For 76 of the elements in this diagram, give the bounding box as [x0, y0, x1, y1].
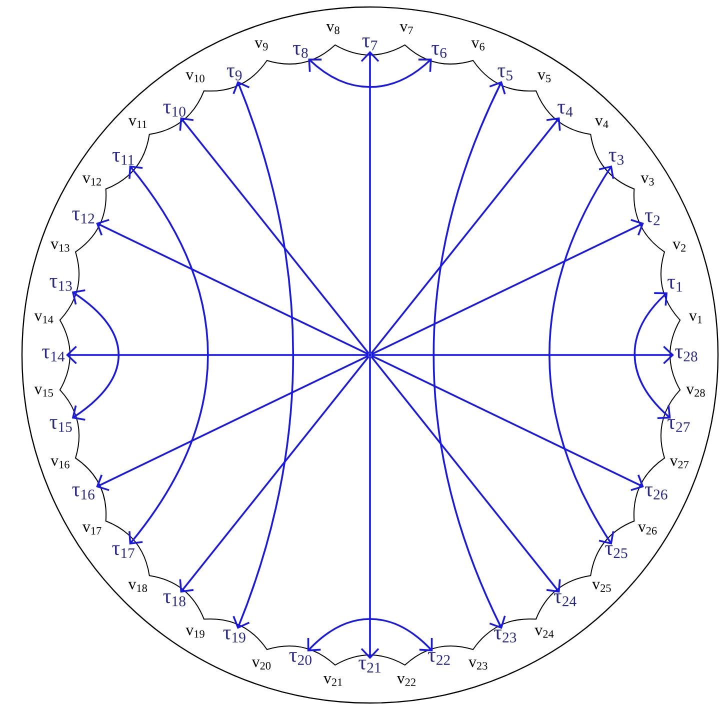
vertex-label: v$_{25}$ [592, 582, 611, 592]
arrow [371, 219, 644, 355]
tau-label: τ$_{14}$ [42, 348, 65, 362]
curved-arrow [307, 618, 433, 652]
vertex-label: v$_{3}$ [640, 175, 654, 186]
curved-arrow [72, 289, 120, 421]
tau-label: τ$_{22}$ [428, 652, 450, 665]
arrow [372, 346, 674, 364]
curved-arrow [232, 81, 294, 629]
tau-label: τ$_{6}$ [432, 45, 447, 58]
tau-label: τ$_{5}$ [498, 68, 512, 80]
arrow [96, 355, 369, 492]
tau-label: τ$_{4}$ [558, 104, 573, 117]
vertex-label: v$_{1}$ [688, 313, 702, 324]
vertex-label: v$_{24}$ [534, 628, 554, 638]
curved-arrow [308, 58, 432, 88]
vertex-label: v$_{9}$ [254, 40, 268, 50]
vertex-label: v$_{13}$ [50, 242, 70, 252]
tau-label: τ$_{26}$ [645, 486, 668, 500]
vertex-label: v$_{2}$ [672, 242, 686, 252]
tau-label: τ$_{13}$ [50, 278, 72, 291]
tau-label: τ$_{18}$ [163, 593, 186, 606]
tau-label: τ$_{15}$ [50, 419, 72, 432]
arrow [179, 117, 370, 354]
tau-label: τ$_{9}$ [226, 68, 242, 80]
vertex-label: v$_{19}$ [186, 628, 204, 638]
tau-label: τ$_{10}$ [163, 104, 186, 117]
tau-label: τ$_{16}$ [72, 486, 94, 500]
tau-label: τ$_{21}$ [358, 660, 380, 672]
arrow [66, 346, 368, 364]
tau-label: τ$_{17}$ [112, 545, 134, 558]
tau-label: τ$_{24}$ [554, 593, 576, 606]
arrow [370, 356, 561, 593]
tau-label: τ$_{19}$ [223, 630, 246, 642]
arrow [96, 218, 369, 355]
tau-label: τ$_{1}$ [668, 278, 682, 292]
vertex-label: v$_{10}$ [186, 72, 204, 82]
vertex-label: v$_{15}$ [34, 386, 53, 397]
vertex-label: v$_{7}$ [400, 24, 413, 34]
vertex-label: v$_{20}$ [252, 660, 271, 670]
vertex-label: v$_{14}$ [34, 313, 54, 324]
arrow [360, 357, 380, 659]
vertex-label: v$_{5}$ [537, 72, 551, 82]
vertex-label: v$_{17}$ [82, 524, 102, 534]
vertex-label: v$_{27}$ [670, 458, 689, 468]
vertex-label: v$_{6}$ [471, 40, 485, 50]
vertex-label: v$_{4}$ [594, 118, 608, 128]
tau-label: τ$_{23}$ [494, 630, 516, 642]
curved-arrow [634, 292, 671, 420]
tau-label: τ$_{3}$ [608, 152, 624, 165]
curved-arrow [128, 165, 209, 545]
vertex-label: v$_{12}$ [82, 176, 101, 186]
vertex-label: v$_{21}$ [323, 676, 342, 686]
arrow [179, 356, 370, 593]
vertex-label: v$_{11}$ [128, 118, 147, 128]
vertex-label: v$_{28}$ [686, 386, 705, 397]
tau-label: τ$_{12}$ [72, 210, 94, 224]
vertex-label: v$_{18}$ [128, 582, 147, 592]
arrow [370, 117, 561, 354]
arrow [371, 355, 644, 492]
vertex-label: v$_{26}$ [638, 524, 657, 535]
tau-label: τ$_{2}$ [645, 212, 660, 226]
tau-label: τ$_{20}$ [289, 652, 312, 665]
curved-arrow [432, 81, 506, 629]
arrow [360, 51, 380, 353]
vertex-label: v$_{22}$ [396, 676, 416, 686]
vertex-label: v$_{23}$ [468, 660, 488, 670]
vertex-label: v$_{8}$ [326, 24, 340, 34]
tau-label: τ$_{11}$ [112, 152, 134, 165]
tau-label: τ$_{25}$ [605, 545, 628, 558]
tau-label: τ$_{8}$ [293, 45, 308, 58]
vertex-label: v$_{16}$ [50, 458, 70, 468]
curved-arrow [548, 165, 614, 545]
tau-label: τ$_{28}$ [675, 348, 698, 362]
tau-label: τ$_{27}$ [668, 419, 690, 432]
tau-label: τ$_{7}$ [362, 38, 378, 50]
